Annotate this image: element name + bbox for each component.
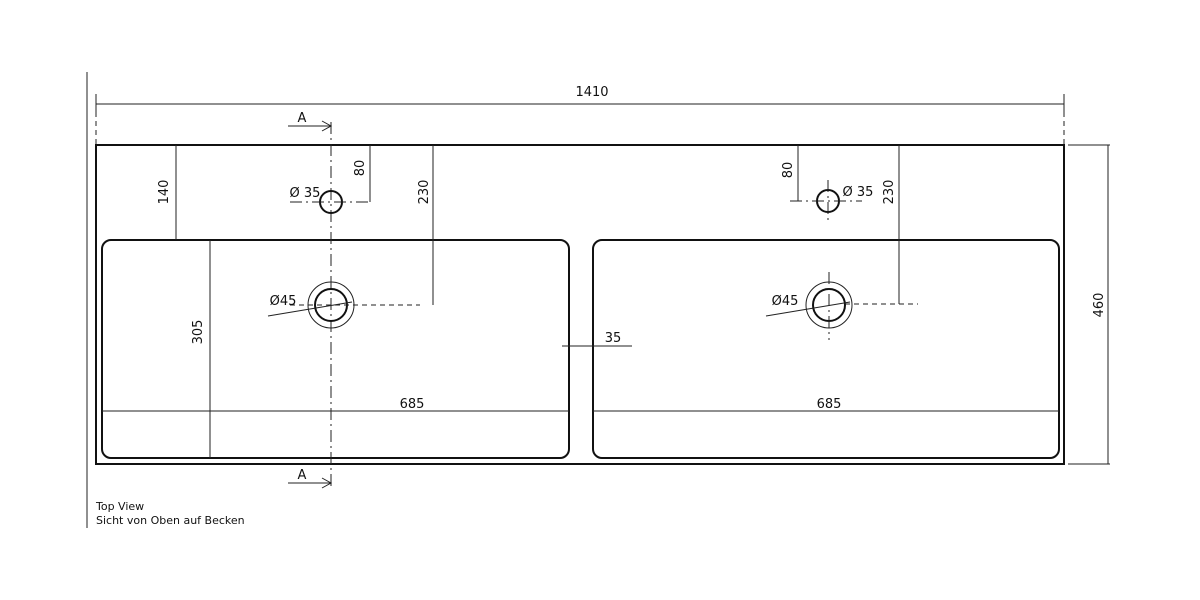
- drain-depth-right-label: 230: [882, 180, 897, 205]
- basin-depth-dimension: 305: [191, 240, 211, 458]
- basin-depth-label: 305: [191, 320, 206, 345]
- basin-width-left-label: 685: [400, 397, 425, 412]
- section-label-bottom: A: [298, 468, 307, 483]
- drain-right-label: Ø45: [772, 294, 799, 309]
- left-basin: [101, 239, 570, 459]
- drain-depth-right-dimension: 230: [882, 145, 900, 304]
- caption-top-view: Top View: [95, 500, 144, 513]
- overall-width-dimension: 1410: [95, 85, 1065, 144]
- overall-depth-dimension: 460: [1068, 144, 1110, 465]
- right-basin: [592, 239, 1060, 459]
- right-basin-outline: [592, 239, 1060, 459]
- tap-offset-top-left-label: 80: [353, 160, 368, 177]
- overall-width-label: 1410: [575, 85, 608, 100]
- left-tap-hole: 80 Ø 35: [290, 145, 372, 214]
- countertop-outline: [95, 144, 1065, 465]
- section-label-top: A: [298, 111, 307, 126]
- tap-hole-left-label: Ø 35: [290, 186, 321, 201]
- tap-offset-left-label: 140: [157, 180, 172, 205]
- caption-subtitle: Sicht von Oben auf Becken: [96, 514, 245, 527]
- left-drain: Ø45: [267, 281, 420, 329]
- basin-width-right-label: 685: [817, 397, 842, 412]
- overall-depth-label: 460: [1092, 293, 1107, 318]
- left-basin-outline: [101, 239, 570, 459]
- tap-offset-top-right-label: 80: [781, 162, 796, 179]
- divider-width-label: 35: [605, 331, 622, 346]
- drain-depth-left-dimension: 230: [417, 145, 434, 305]
- drain-left-label: Ø45: [270, 294, 297, 309]
- right-drain: Ø45: [765, 272, 918, 340]
- tap-offset-left-dimension: 140: [157, 145, 177, 240]
- drain-depth-left-label: 230: [417, 180, 432, 205]
- divider-width-dimension: 35: [562, 331, 632, 347]
- tap-hole-right-label: Ø 35: [843, 185, 874, 200]
- right-tap-hole: 80 Ø 35: [781, 145, 873, 224]
